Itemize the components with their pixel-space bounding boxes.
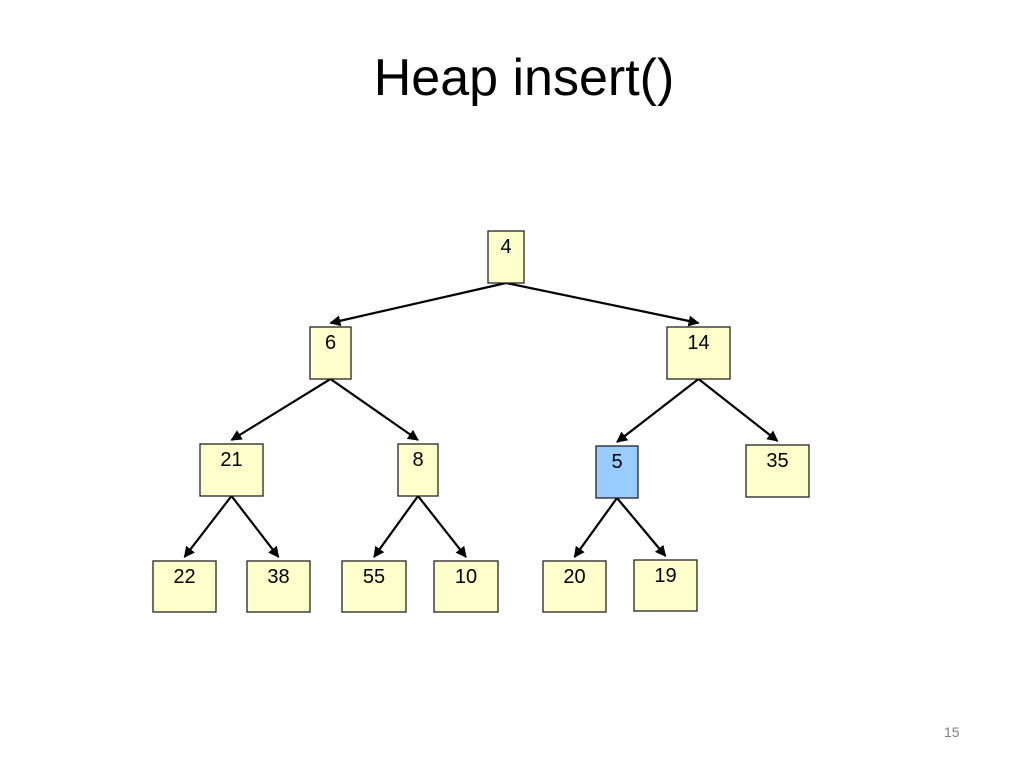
heap-node-value: 20	[563, 566, 585, 588]
heap-node-value: 55	[363, 566, 385, 588]
heap-node-box	[433, 560, 499, 613]
heap-node-value: 8	[412, 449, 423, 471]
nodes-layer: 4 6 14 21 8 5 35 22 38 55 10 20 19	[152, 230, 810, 613]
heap-node-value: 10	[455, 566, 477, 588]
heap-node-6: 6	[309, 326, 352, 380]
heap-node-value: 5	[611, 451, 622, 473]
heap-node-box-highlighted	[595, 445, 639, 499]
heap-node-box	[397, 443, 439, 497]
heap-node-55: 55	[341, 560, 407, 613]
heap-node-10: 10	[433, 560, 499, 613]
heap-node-4: 4	[487, 230, 525, 284]
edge-n14-to-n35	[697, 378, 779, 442]
page-number: 15	[944, 724, 960, 740]
heap-node-box	[309, 326, 352, 380]
edges-layer	[183, 281, 779, 558]
edge-n5-to-n19	[616, 497, 667, 557]
heap-node-value: 6	[325, 332, 336, 354]
edge-n8-to-n55	[373, 495, 419, 558]
edge-n8-to-n10	[417, 495, 467, 558]
edge-n4-to-n6	[329, 281, 507, 327]
heap-node-box	[542, 560, 607, 613]
heap-node-value: 14	[687, 332, 709, 354]
heap-node-box	[666, 326, 731, 380]
heap-node-21: 21	[199, 443, 264, 497]
heap-node-value: 22	[173, 566, 195, 588]
edge-n21-to-n22	[183, 495, 233, 558]
heap-node-value: 38	[267, 566, 289, 588]
edge-n6-to-n8	[329, 378, 419, 441]
heap-node-box	[246, 560, 311, 613]
slide-title: Heap insert()	[373, 49, 675, 107]
heap-node-box	[152, 560, 217, 613]
heap-node-38: 38	[246, 560, 311, 613]
edge-n21-to-n38	[230, 495, 280, 558]
heap-node-value: 19	[654, 565, 676, 587]
edge-n5-to-n20	[573, 497, 618, 558]
heap-node-box	[745, 444, 810, 498]
heap-node-14: 14	[666, 326, 731, 380]
heap-node-value: 21	[220, 449, 242, 471]
heap-node-box	[341, 560, 407, 613]
heap-node-35: 35	[745, 444, 810, 498]
heap-node-box	[633, 559, 698, 612]
heap-node-8: 8	[397, 443, 439, 497]
heap-node-box	[199, 443, 264, 497]
heap-node-20: 20	[542, 560, 607, 613]
heap-node-value: 4	[500, 236, 511, 258]
heap-node-5: 5	[595, 445, 639, 499]
heap-node-19: 19	[633, 559, 698, 612]
heap-node-value: 35	[766, 450, 788, 472]
edge-n6-to-n21	[230, 378, 332, 441]
edge-n14-to-n5	[616, 378, 700, 443]
heap-node-box	[487, 230, 525, 284]
edge-n4-to-n14	[505, 281, 700, 327]
heap-node-22: 22	[152, 560, 217, 613]
